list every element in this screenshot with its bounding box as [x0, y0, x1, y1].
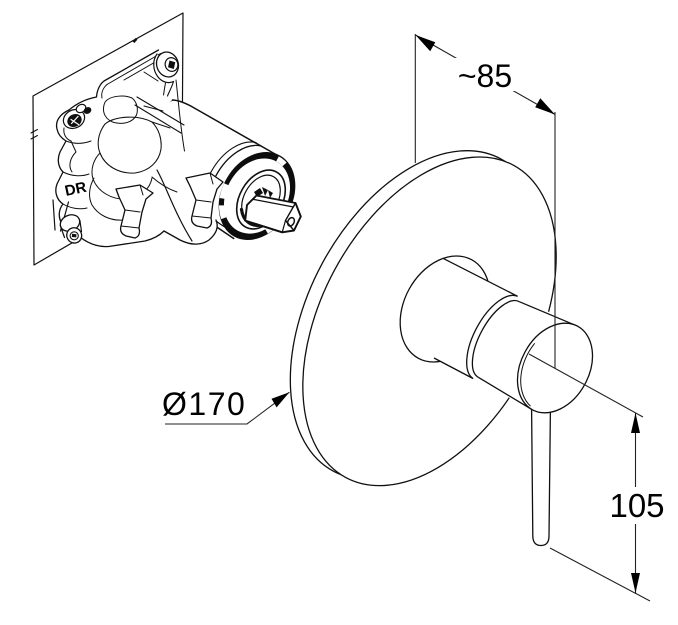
svg-text:DR: DR — [63, 179, 88, 200]
svg-text:105: 105 — [609, 487, 664, 524]
svg-text:~85: ~85 — [458, 58, 512, 94]
svg-text:Ø170: Ø170 — [162, 386, 246, 422]
